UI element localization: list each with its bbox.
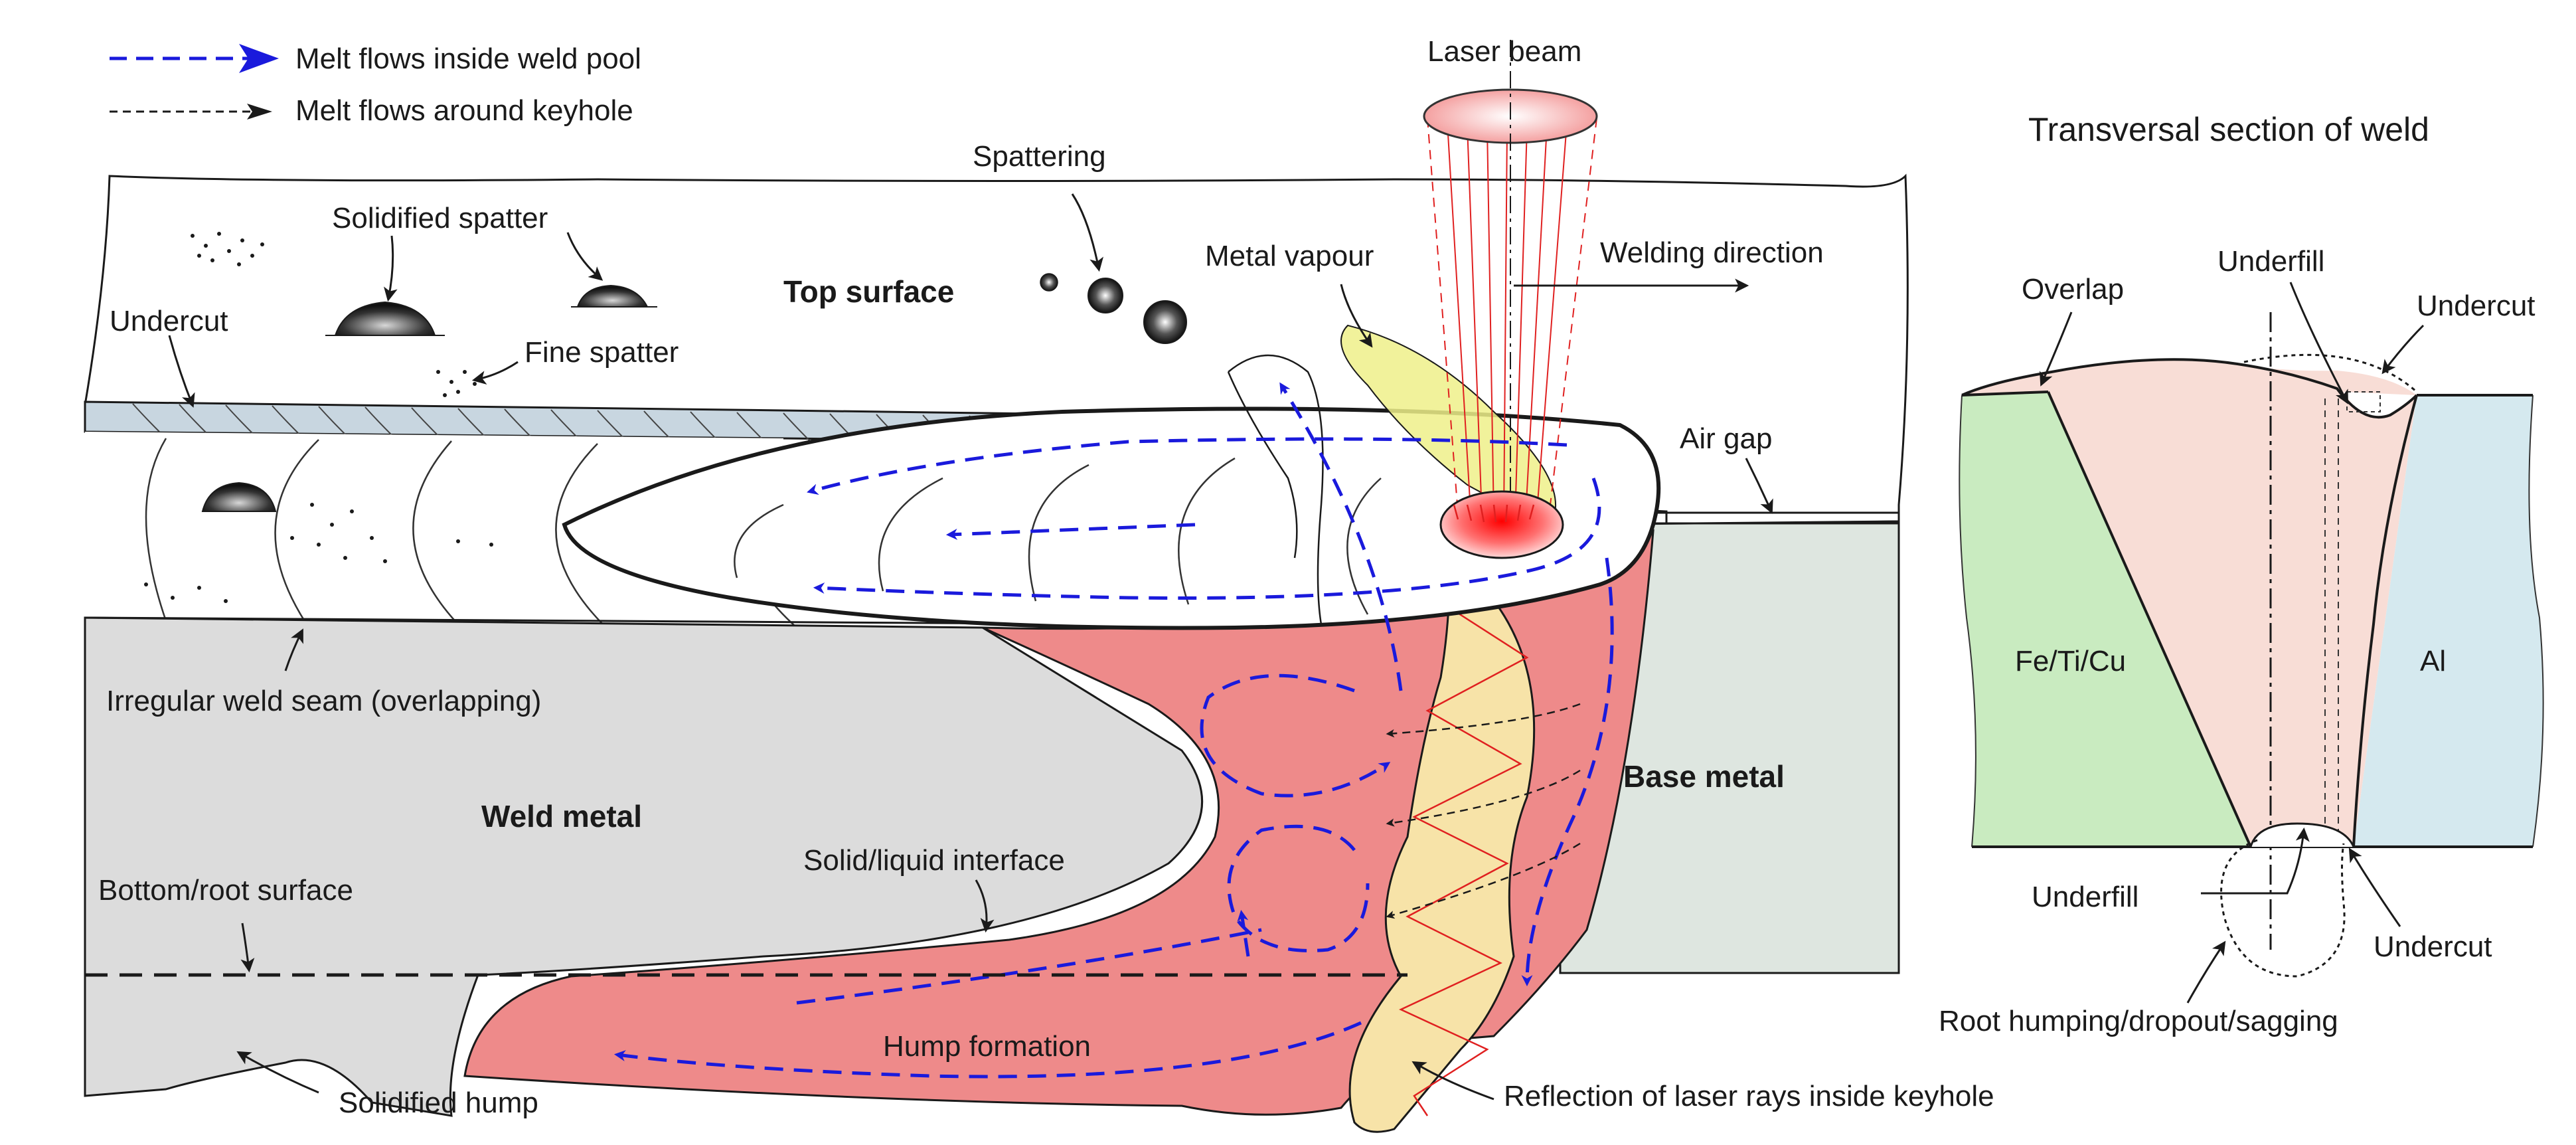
- fine-spatter-dots-top: [191, 232, 264, 266]
- fe-region-label: Fe/Ti/Cu: [2015, 645, 2126, 677]
- undercut-bottom-label: Undercut: [2374, 930, 2492, 963]
- metal-vapour-label: Metal vapour: [1205, 240, 1374, 272]
- hump-formation-label: Hump formation: [883, 1030, 1091, 1063]
- undercut-top-label: Undercut: [2417, 290, 2536, 322]
- flow-arrow-descending: [1521, 557, 1614, 987]
- laser-focus-spot: [1439, 490, 1564, 559]
- al-region-label: Al: [2420, 645, 2446, 677]
- melt-flow-inside: [613, 382, 1614, 1079]
- fine-spatter-label: Fine spatter: [524, 336, 679, 369]
- air-gap-label: Air gap: [1680, 422, 1772, 455]
- weld-metal-region: [84, 616, 1203, 1117]
- flow-arrow-vortex-lower-head: [1237, 909, 1250, 957]
- legend-melt-around-label: Melt flows around keyhole: [295, 94, 633, 127]
- undercut-label: Undercut: [110, 305, 228, 337]
- flow-arrow-rising: [1279, 382, 1403, 691]
- al-region: [2354, 395, 2543, 847]
- spatter-droplet-medium: [1087, 278, 1123, 313]
- flow-line-hump-upper: [796, 928, 1262, 1005]
- solid-liquid-label: Solid/liquid interface: [803, 844, 1065, 877]
- callout-lines: [168, 193, 1773, 1101]
- spatter-droplet-small: [1040, 273, 1058, 292]
- fine-spatter-dots-seam: [144, 503, 493, 603]
- base-metal-label: Base metal: [1623, 759, 1785, 794]
- legend-melt-inside-label: Melt flows inside weld pool: [295, 43, 641, 75]
- reflection-label: Reflection of laser rays inside keyhole: [1504, 1080, 1994, 1112]
- flow-arrow-hump: [613, 1021, 1362, 1079]
- weld-metal-label: Weld metal: [481, 799, 642, 834]
- legend-black-arrowhead: [247, 104, 272, 120]
- vapour-outline-inner: [1227, 371, 1298, 559]
- root-humping-label: Root humping/dropout/sagging: [1939, 1005, 2338, 1037]
- al-fusion-line: [2352, 395, 2418, 847]
- solidified-spatter-left: [334, 301, 436, 336]
- section-title: Transversal section of weld: [2028, 111, 2429, 148]
- laser-beam-label: Laser beam: [1427, 35, 1581, 68]
- root-humping-outline: [2220, 839, 2346, 978]
- flow-vortex-lower: [1227, 824, 1370, 952]
- solidified-spatter-right: [576, 284, 649, 308]
- fe-region: [1959, 392, 2251, 847]
- welding-direction-label: Welding direction: [1600, 236, 1824, 269]
- underfill-top-label: Underfill: [2217, 245, 2324, 278]
- laser-beam: [1423, 40, 1598, 559]
- spatter-on-seam: [201, 482, 277, 512]
- keyhole: [1348, 524, 1536, 1133]
- solidified-spatter-label: Solidified spatter: [332, 202, 548, 234]
- upper-weld-pool: [562, 406, 1661, 630]
- spattering-label: Spattering: [973, 140, 1106, 173]
- overlap-label: Overlap: [2022, 273, 2124, 306]
- fe-fusion-line: [2047, 391, 2252, 847]
- flow-arrow-vortex-upper: [1200, 673, 1391, 798]
- keyhole-reflection-rays: [1399, 564, 1529, 1116]
- underfill-bottom-label: Underfill: [2032, 881, 2138, 913]
- irregular-seam-label: Irregular weld seam (overlapping): [106, 685, 541, 717]
- keyhole-flow-outline: [1228, 354, 1324, 625]
- spatter-droplet-large: [1143, 300, 1187, 344]
- legend-blue-arrowhead: [239, 44, 279, 73]
- flow-arrow-lower: [813, 478, 1601, 600]
- weld-pool-region: [463, 529, 1654, 1116]
- weld-zone: [1962, 359, 2417, 847]
- melt-flow-around: [1386, 703, 1581, 919]
- solidified-hump-label: Solidified hump: [339, 1087, 538, 1119]
- transversal-section: Transversal section of weld Overlap: [1939, 111, 2544, 1037]
- fine-spatter-dots-mid: [436, 370, 477, 397]
- spatter-features: [144, 232, 1187, 603]
- top-surface-label: Top surface: [783, 274, 954, 309]
- weld-seam-strip: [85, 432, 783, 624]
- flow-arrow-middle: [945, 523, 1196, 541]
- bottom-root-label: Bottom/root surface: [98, 874, 353, 907]
- legend: Melt flows inside weld pool Melt flows a…: [110, 43, 641, 127]
